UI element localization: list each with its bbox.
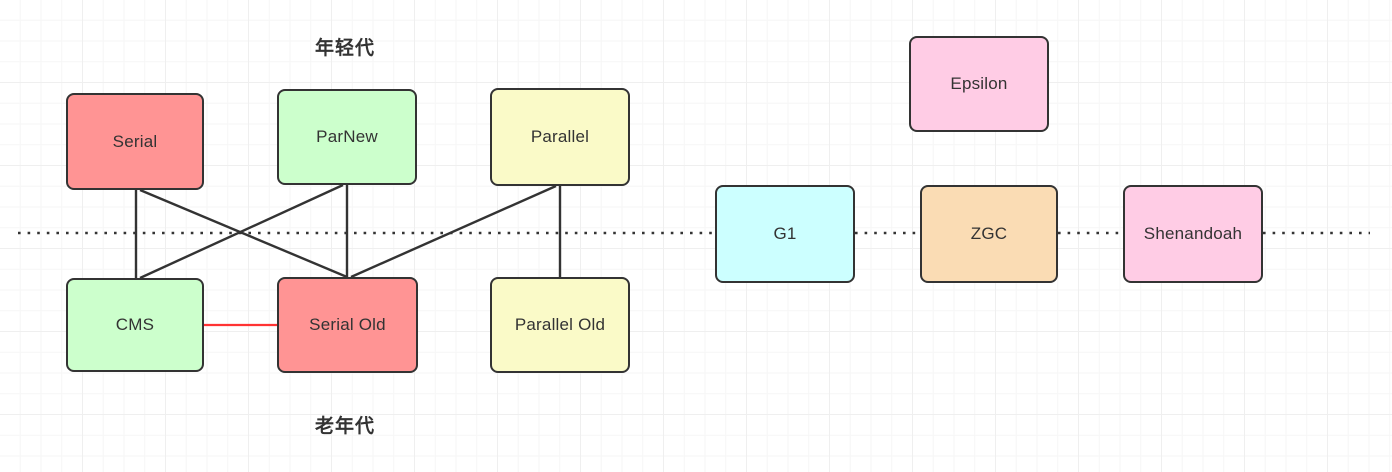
node-label-cms: CMS bbox=[115, 315, 155, 334]
node-label-parallel: Parallel bbox=[530, 127, 590, 146]
node-g1[interactable]: G1 bbox=[715, 185, 855, 283]
node-label-serial: Serial bbox=[112, 131, 158, 151]
node-label-zgc: ZGC bbox=[970, 224, 1008, 243]
node-label-parallel-old: Parallel Old bbox=[514, 315, 606, 334]
node-serial[interactable]: Serial bbox=[66, 93, 204, 190]
young-generation-label: 年轻代 bbox=[314, 38, 376, 59]
node-label-parnew: ParNew bbox=[316, 127, 378, 146]
node-epsilon[interactable]: Epsilon bbox=[909, 36, 1049, 132]
edge-parallel-to-serial-old bbox=[350, 184, 557, 279]
node-shenandoah[interactable]: Shenandoah bbox=[1123, 185, 1263, 283]
node-label-epsilon: Epsilon bbox=[950, 74, 1008, 93]
node-cms[interactable]: CMS bbox=[66, 278, 204, 372]
node-serial-old[interactable]: Serial Old bbox=[277, 277, 418, 373]
edge-serial-to-serial-old bbox=[139, 188, 348, 279]
node-zgc[interactable]: ZGC bbox=[920, 185, 1058, 283]
node-parallel-old[interactable]: Parallel Old bbox=[490, 277, 630, 373]
node-label-serial-old: Serial Old bbox=[309, 315, 386, 334]
node-parallel[interactable]: Parallel bbox=[490, 88, 630, 186]
old-generation-label: 老年代 bbox=[314, 416, 376, 437]
edge-parnew-to-cms bbox=[139, 183, 344, 280]
node-label-g1: G1 bbox=[773, 224, 797, 243]
node-parnew[interactable]: ParNew bbox=[277, 89, 417, 185]
node-label-shenandoah: Shenandoah bbox=[1143, 224, 1243, 243]
